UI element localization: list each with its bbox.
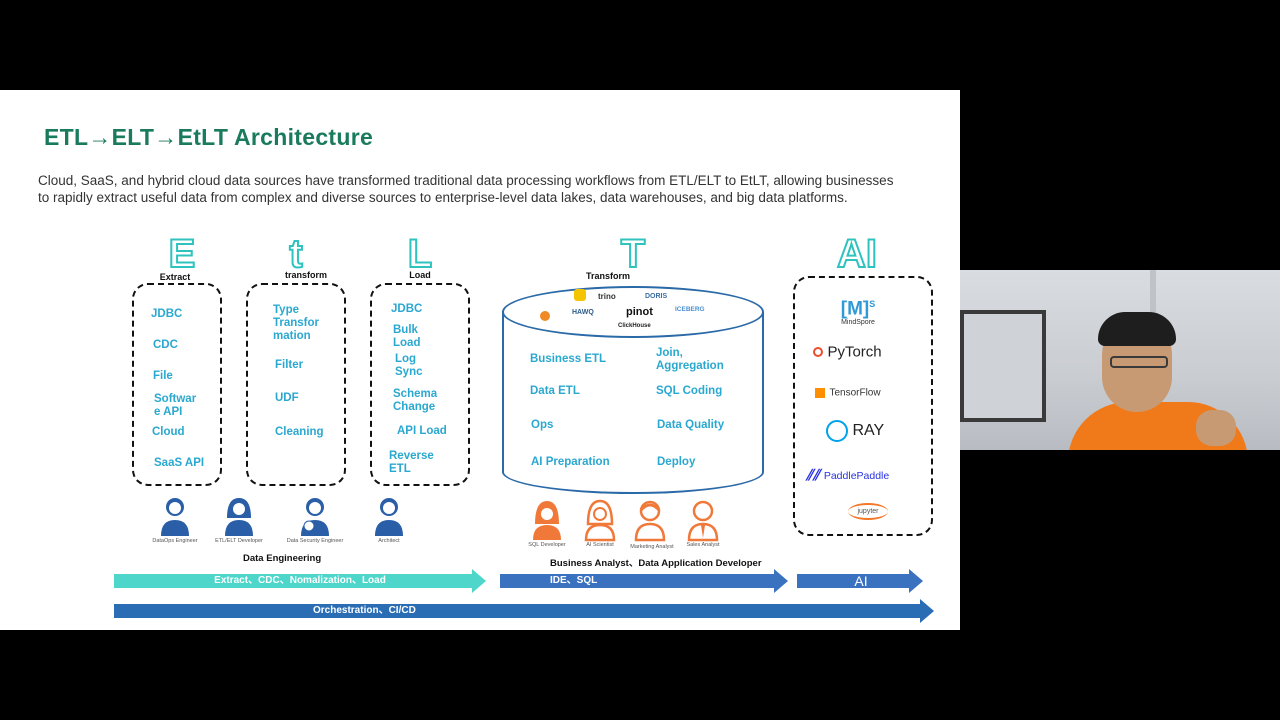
hive-logo-icon — [574, 289, 586, 301]
ai-arrow: AI — [797, 569, 925, 593]
T-item-join-aggregation: Join, Aggregation — [656, 347, 724, 372]
doris-logo: DORIS — [645, 293, 668, 300]
T-item-data-quality: Data Quality — [657, 419, 725, 431]
slide-description: Cloud, SaaS, and hybrid cloud data sourc… — [38, 173, 894, 205]
letter-t-small: t — [288, 232, 303, 276]
spark-logo-icon — [540, 311, 550, 321]
ai-scientist-icon — [584, 499, 616, 542]
dataops-engineer-icon — [161, 498, 189, 536]
marketing-analyst-label: Marketing Analyst — [630, 544, 674, 550]
presenter-hand — [1196, 410, 1236, 446]
letter-ai: AI — [836, 232, 878, 276]
presenter-webcam — [960, 270, 1280, 450]
ai-box — [793, 276, 933, 536]
dataops-engineer-label: DataOps Engineer — [152, 538, 198, 544]
tensorflow-icon — [815, 387, 825, 398]
extract-item-cloud: Cloud — [152, 426, 185, 438]
clickhouse-logo: ClickHouse — [618, 323, 651, 329]
extract-arrow: Extract、CDC、Nomalization、Load — [114, 569, 486, 593]
transform-item-udf: UDF — [275, 392, 299, 404]
orchestration-arrow: Orchestration、CI/CD — [114, 599, 936, 623]
label-transform: Transform — [585, 271, 630, 281]
load-item-api-load: API Load — [397, 425, 447, 437]
ray-network-icon — [826, 420, 848, 442]
load-box — [370, 283, 470, 486]
orchestration-arrow-label: Orchestration、CI/CD — [313, 605, 416, 616]
presenter-hair — [1098, 312, 1176, 346]
etl-developer-label: ETL/ELT Developer — [215, 538, 263, 544]
load-item-schema: Schema Change — [393, 388, 438, 413]
mindspore-superscript: S — [869, 299, 876, 309]
pinot-logo: pinot — [626, 306, 653, 318]
transform-item-filter: Filter — [275, 359, 304, 371]
T-item-ops: Ops — [531, 419, 554, 431]
extract-item-saas-api: SaaS API — [154, 457, 205, 469]
ai-scientist-label: AI Scientist — [586, 542, 614, 548]
extract-item-file: File — [153, 370, 173, 382]
iceberg-logo: ICEBERG — [675, 306, 705, 313]
ray-logo: RAY — [826, 420, 916, 442]
paddle-label: PaddlePaddle — [823, 469, 890, 482]
load-item-reverse-etl: Reverse ETL — [389, 450, 434, 475]
transform-small-box — [246, 283, 346, 486]
extract-item-cdc: CDC — [153, 339, 178, 351]
T-item-ai-preparation: AI Preparation — [531, 456, 610, 468]
letter-e: E — [168, 232, 197, 276]
extract-item-jdbc: JDBC — [151, 308, 183, 320]
pytorch-logo: PyTorch — [813, 343, 913, 361]
sql-developer-icon — [533, 501, 561, 540]
mindspore-logo: [M]S MindSpore — [833, 294, 883, 327]
whiteboard — [960, 310, 1046, 422]
transform-item-type: Type Transfor mation — [273, 304, 320, 342]
paddle-icon: ⫽⫽ — [806, 467, 820, 485]
extract-arrow-label: Extract、CDC、Nomalization、Load — [214, 575, 386, 586]
label-load: Load — [409, 270, 431, 280]
transform-item-cleaning: Cleaning — [275, 426, 324, 438]
data-security-engineer-label: Data Security Engineer — [286, 538, 344, 544]
T-item-deploy: Deploy — [657, 456, 696, 468]
architect-icon — [375, 498, 403, 536]
mindspore-mark: [M] — [840, 298, 870, 320]
ide-arrow-label: IDE、SQL — [550, 575, 598, 586]
etl-developer-icon — [225, 498, 253, 536]
tensorflow-logo: TensorFlow — [815, 384, 915, 402]
label-extract: Extract — [159, 272, 191, 282]
presenter-glasses — [1110, 356, 1168, 368]
mindspore-label: MindSpore — [841, 319, 875, 327]
ide-arrow: IDE、SQL — [500, 569, 790, 593]
sales-analyst-icon — [687, 500, 719, 542]
marketing-analyst-icon — [634, 500, 666, 542]
sql-developer-label: SQL Developer — [528, 542, 566, 548]
tensorflow-label: TensorFlow — [829, 387, 881, 399]
T-item-business-etl: Business ETL — [530, 353, 607, 365]
extract-box — [132, 283, 222, 486]
T-item-sql-coding: SQL Coding — [656, 385, 723, 397]
extract-item-software-api: Softwar e API — [154, 393, 197, 418]
paddlepaddle-logo: ⫽⫽ PaddlePaddle — [806, 467, 926, 485]
hawq-logo: HAWQ — [572, 309, 594, 316]
T-item-data-etl: Data ETL — [530, 385, 580, 397]
trino-logo: trino — [598, 292, 616, 301]
label-transform-small: transform — [284, 270, 327, 280]
sales-analyst-label: Sales Analyst — [686, 542, 720, 548]
ai-arrow-label: AI — [854, 573, 868, 589]
letter-l: L — [407, 232, 433, 276]
load-item-log-sync: Log Sync — [395, 353, 423, 378]
letter-T: T — [620, 232, 646, 276]
architect-label: Architect — [378, 538, 400, 544]
business-group-label: Business Analyst、Data Application Develo… — [550, 558, 762, 569]
presentation-slide: ETL→ELT→EtLT Architecture Cloud, SaaS, a… — [0, 90, 960, 630]
slide-title: ETL→ELT→EtLT Architecture — [44, 124, 374, 150]
data-security-engineer-icon — [301, 498, 329, 536]
load-item-jdbc: JDBC — [391, 303, 423, 315]
data-engineering-group-label: Data Engineering — [243, 553, 322, 564]
pytorch-flame-icon — [813, 346, 823, 357]
ray-label: RAY — [852, 422, 885, 439]
jupyter-label: jupyter — [848, 503, 888, 520]
jupyter-logo: jupyter — [848, 503, 888, 520]
pytorch-label: PyTorch — [827, 343, 882, 361]
load-item-bulk: Bulk Load — [393, 324, 421, 349]
transform-cylinder-body — [502, 312, 764, 494]
